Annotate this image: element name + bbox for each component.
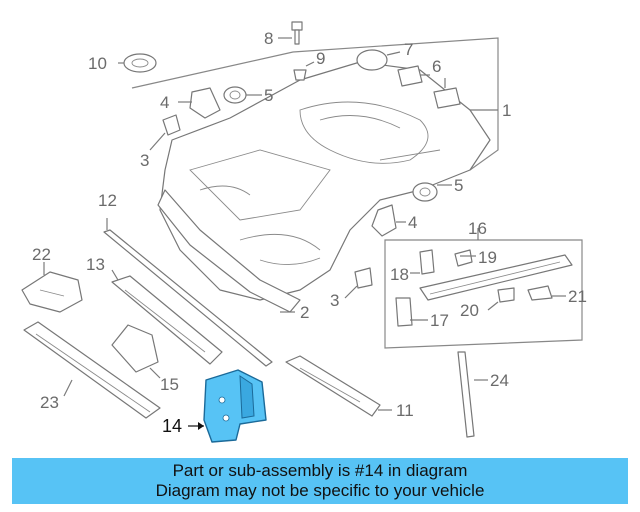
parts-diagram: 1 2 3 3 3 4 4 5 5 6 7 8 9 10 11 12 13 14… bbox=[21, 21, 587, 443]
bracket-part-4-upper[interactable] bbox=[178, 87, 221, 119]
callout-8: 8 bbox=[264, 29, 273, 48]
callout-10: 10 bbox=[88, 54, 107, 73]
floor-rail-part-2[interactable] bbox=[157, 189, 301, 313]
plug-part-7[interactable] bbox=[356, 49, 401, 71]
callout-16: 16 bbox=[468, 219, 487, 238]
callout-7: 7 bbox=[404, 40, 413, 59]
callout-11: 11 bbox=[396, 401, 414, 420]
callout-3: 3 bbox=[330, 291, 339, 310]
bracket-part-15[interactable] bbox=[111, 324, 161, 379]
subassembly-box-part-16[interactable] bbox=[384, 228, 583, 349]
banner-line-1: Part or sub-assembly is #14 in diagram bbox=[172, 461, 468, 480]
callout-23: 23 bbox=[40, 393, 59, 412]
bracket-part-3-bottom[interactable] bbox=[344, 267, 373, 299]
callout-13: 13 bbox=[86, 255, 105, 274]
bracket-part-6[interactable] bbox=[397, 65, 461, 109]
callout-2: 2 bbox=[300, 303, 309, 322]
callout-20: 20 bbox=[460, 301, 479, 320]
callout-19: 19 bbox=[478, 248, 497, 267]
callout-17: 17 bbox=[430, 311, 449, 330]
floor-pan-part-1[interactable] bbox=[131, 37, 499, 301]
callout-6: 6 bbox=[432, 57, 441, 76]
callout-1: 1 bbox=[502, 101, 511, 120]
member-part-13[interactable] bbox=[111, 269, 223, 365]
bracket-part-4-lower[interactable] bbox=[371, 204, 406, 237]
info-banner: Part or sub-assembly is #14 in diagram D… bbox=[12, 458, 628, 504]
callout-12: 12 bbox=[98, 191, 117, 210]
callout-14: 14 bbox=[162, 416, 182, 436]
bracket-part-14-highlighted[interactable] bbox=[188, 369, 267, 443]
bracket-part-20[interactable] bbox=[487, 287, 515, 311]
plug-part-10[interactable] bbox=[118, 53, 157, 73]
callout-4: 4 bbox=[160, 93, 169, 112]
plate-part-17[interactable] bbox=[395, 297, 428, 327]
callout-4: 4 bbox=[408, 213, 417, 232]
bracket-part-3-left[interactable] bbox=[149, 114, 181, 151]
callout-24: 24 bbox=[490, 371, 509, 390]
rail-part-23[interactable] bbox=[23, 321, 161, 419]
crossbar-part-12[interactable] bbox=[103, 218, 273, 367]
callout-5: 5 bbox=[454, 176, 463, 195]
plug-part-5-upper[interactable] bbox=[223, 86, 262, 104]
rail-part-11[interactable] bbox=[285, 355, 392, 417]
plug-part-5-lower[interactable] bbox=[412, 182, 452, 202]
rod-part-24[interactable] bbox=[457, 351, 488, 438]
callout-22: 22 bbox=[32, 245, 51, 264]
clip-part-21[interactable] bbox=[527, 285, 566, 301]
callout-15: 15 bbox=[160, 375, 179, 394]
bracket-part-18[interactable] bbox=[410, 249, 435, 275]
callout-21: 21 bbox=[568, 287, 587, 306]
callout-5: 5 bbox=[264, 86, 273, 105]
bolt-part-8[interactable] bbox=[278, 21, 303, 45]
callout-18: 18 bbox=[390, 265, 409, 284]
callout-labels: 1 2 3 3 3 4 4 5 5 6 7 8 9 10 11 12 13 14… bbox=[32, 29, 587, 436]
callout-3: 3 bbox=[140, 151, 149, 170]
clip-part-9[interactable] bbox=[293, 61, 315, 81]
rail-part-19[interactable] bbox=[419, 249, 573, 301]
banner-line-2: Diagram may not be specific to your vehi… bbox=[155, 481, 485, 500]
callout-9: 9 bbox=[316, 49, 325, 68]
bracket-part-22[interactable] bbox=[21, 262, 83, 313]
